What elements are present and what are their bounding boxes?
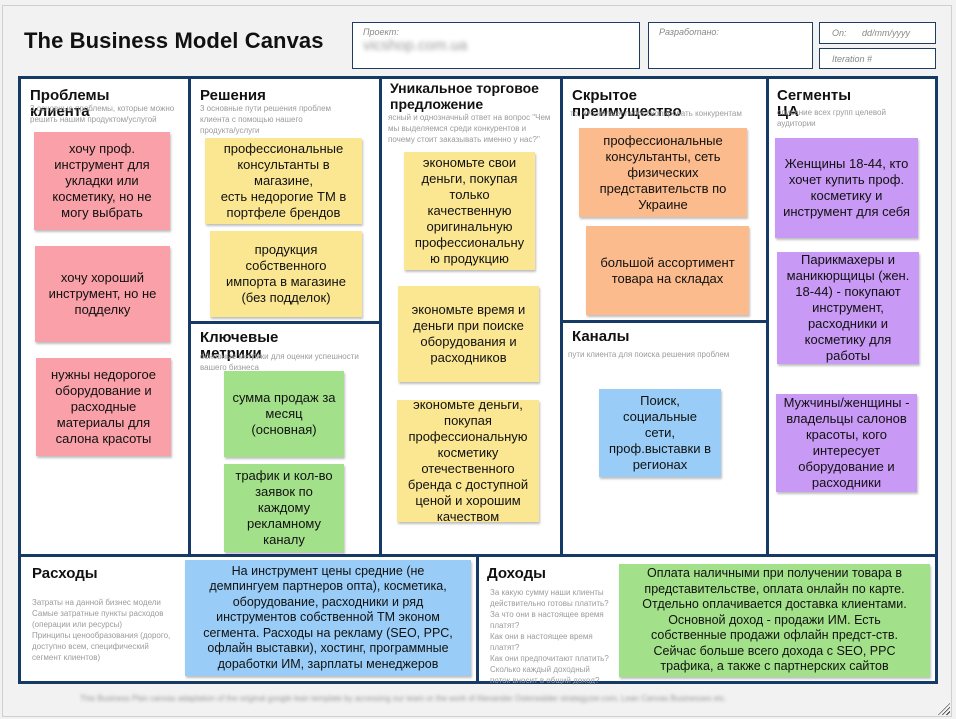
divider [379, 79, 382, 555]
iteration-label: Iteration # [832, 53, 873, 64]
costs-desc: Затраты на данной бизнес модели Самые за… [32, 598, 171, 662]
footer-credits: This Business Plan canvas adaptation of … [80, 694, 727, 703]
date-label: On: [832, 28, 847, 38]
sticky-note[interactable]: хочу хороший инструмент, но не подделку [35, 246, 170, 342]
divider [476, 557, 479, 681]
uvp-desc: ясный и однозначный ответ на вопрос "Чем… [388, 113, 551, 144]
costs-title: Расходы [32, 565, 98, 582]
sticky-note[interactable]: Поиск, социальные сети, проф.выставки в … [599, 389, 721, 477]
sticky-note[interactable]: экономьте время и деньги при поиске обор… [398, 286, 539, 382]
metrics-title: Ключевые метрики [200, 329, 279, 362]
sticky-note[interactable]: сумма продаж за месяц (основная) [224, 371, 344, 457]
problems-title: Проблемы клиента [30, 87, 110, 120]
problems-desc: 3 основные проблемы, которые можно решит… [30, 104, 175, 124]
iteration-field[interactable]: Iteration # [819, 48, 936, 69]
sticky-note[interactable]: профессиональные консультанты, сеть физи… [579, 128, 747, 217]
developed-by-field[interactable]: Разработано: [648, 22, 813, 69]
sticky-note[interactable]: хочу проф. инструмент для укладки или ко… [34, 132, 170, 230]
solutions-desc: 3 основные пути решения проблем клиента … [200, 104, 332, 135]
divider [560, 79, 563, 555]
uvp-title: Уникальное торговое предложение [390, 80, 539, 112]
metrics-desc: основные метрики для оценки успешности в… [200, 352, 359, 372]
sticky-note[interactable]: Женщины 18-44, кто хочет купить проф. ко… [775, 138, 918, 238]
sticky-note[interactable]: трафик и кол-во заявок по каждому реклам… [224, 464, 344, 552]
date-value: dd/mm/yyyy [862, 28, 911, 38]
project-field[interactable]: Проект: vicshop.com.ua [352, 22, 640, 69]
page-title: The Business Model Canvas [24, 28, 324, 53]
date-field[interactable]: On: dd/mm/yyyy [819, 22, 936, 44]
divider [21, 554, 935, 557]
divider [191, 321, 379, 324]
revenue-title: Доходы [487, 565, 546, 582]
segments-desc: описание всех групп целевой аудитории [777, 108, 886, 128]
sticky-note[interactable]: Мужчины/женщины - владельцы салонов крас… [776, 394, 917, 492]
divider [563, 320, 766, 323]
sticky-note[interactable]: профессиональные консультанты в магазине… [205, 138, 362, 224]
sticky-note[interactable]: На инструмент цены средние (не демпингуе… [185, 560, 471, 676]
revenue-desc: За какую сумму наши клиенты действительн… [490, 588, 609, 685]
sticky-note[interactable]: большой ассортимент товара на складах [586, 226, 749, 315]
sticky-note[interactable]: нужны недорогое оборудование и расходные… [36, 358, 171, 456]
segments-title: Сегменты ЦА [777, 87, 852, 120]
sticky-note[interactable]: продукция собственного импорта в магазин… [210, 231, 362, 317]
solutions-title: Решения [200, 87, 266, 104]
advantage-desc: то, что нельзя легко скопировать конкуре… [570, 109, 742, 118]
developed-by-label: Разработано: [659, 27, 719, 37]
sticky-note[interactable]: экономьте свои деньги, покупая только ка… [404, 152, 535, 270]
sticky-note[interactable]: экономьте деньги, покупая профессиональн… [397, 397, 539, 524]
divider [766, 79, 769, 555]
divider [188, 79, 191, 555]
project-label: Проект: [363, 27, 399, 37]
channels-title: Каналы [572, 328, 630, 345]
sticky-note[interactable]: Оплата наличными при получении товара в … [619, 564, 930, 677]
project-value: vicshop.com.ua [363, 37, 468, 54]
advantage-title: Скрытое преимущество [572, 87, 682, 120]
sticky-note[interactable]: Парикмахеры и маникюрщицы (жен. 18-44) -… [777, 252, 919, 364]
channels-desc: пути клиента для поиска решения проблем [568, 350, 730, 359]
